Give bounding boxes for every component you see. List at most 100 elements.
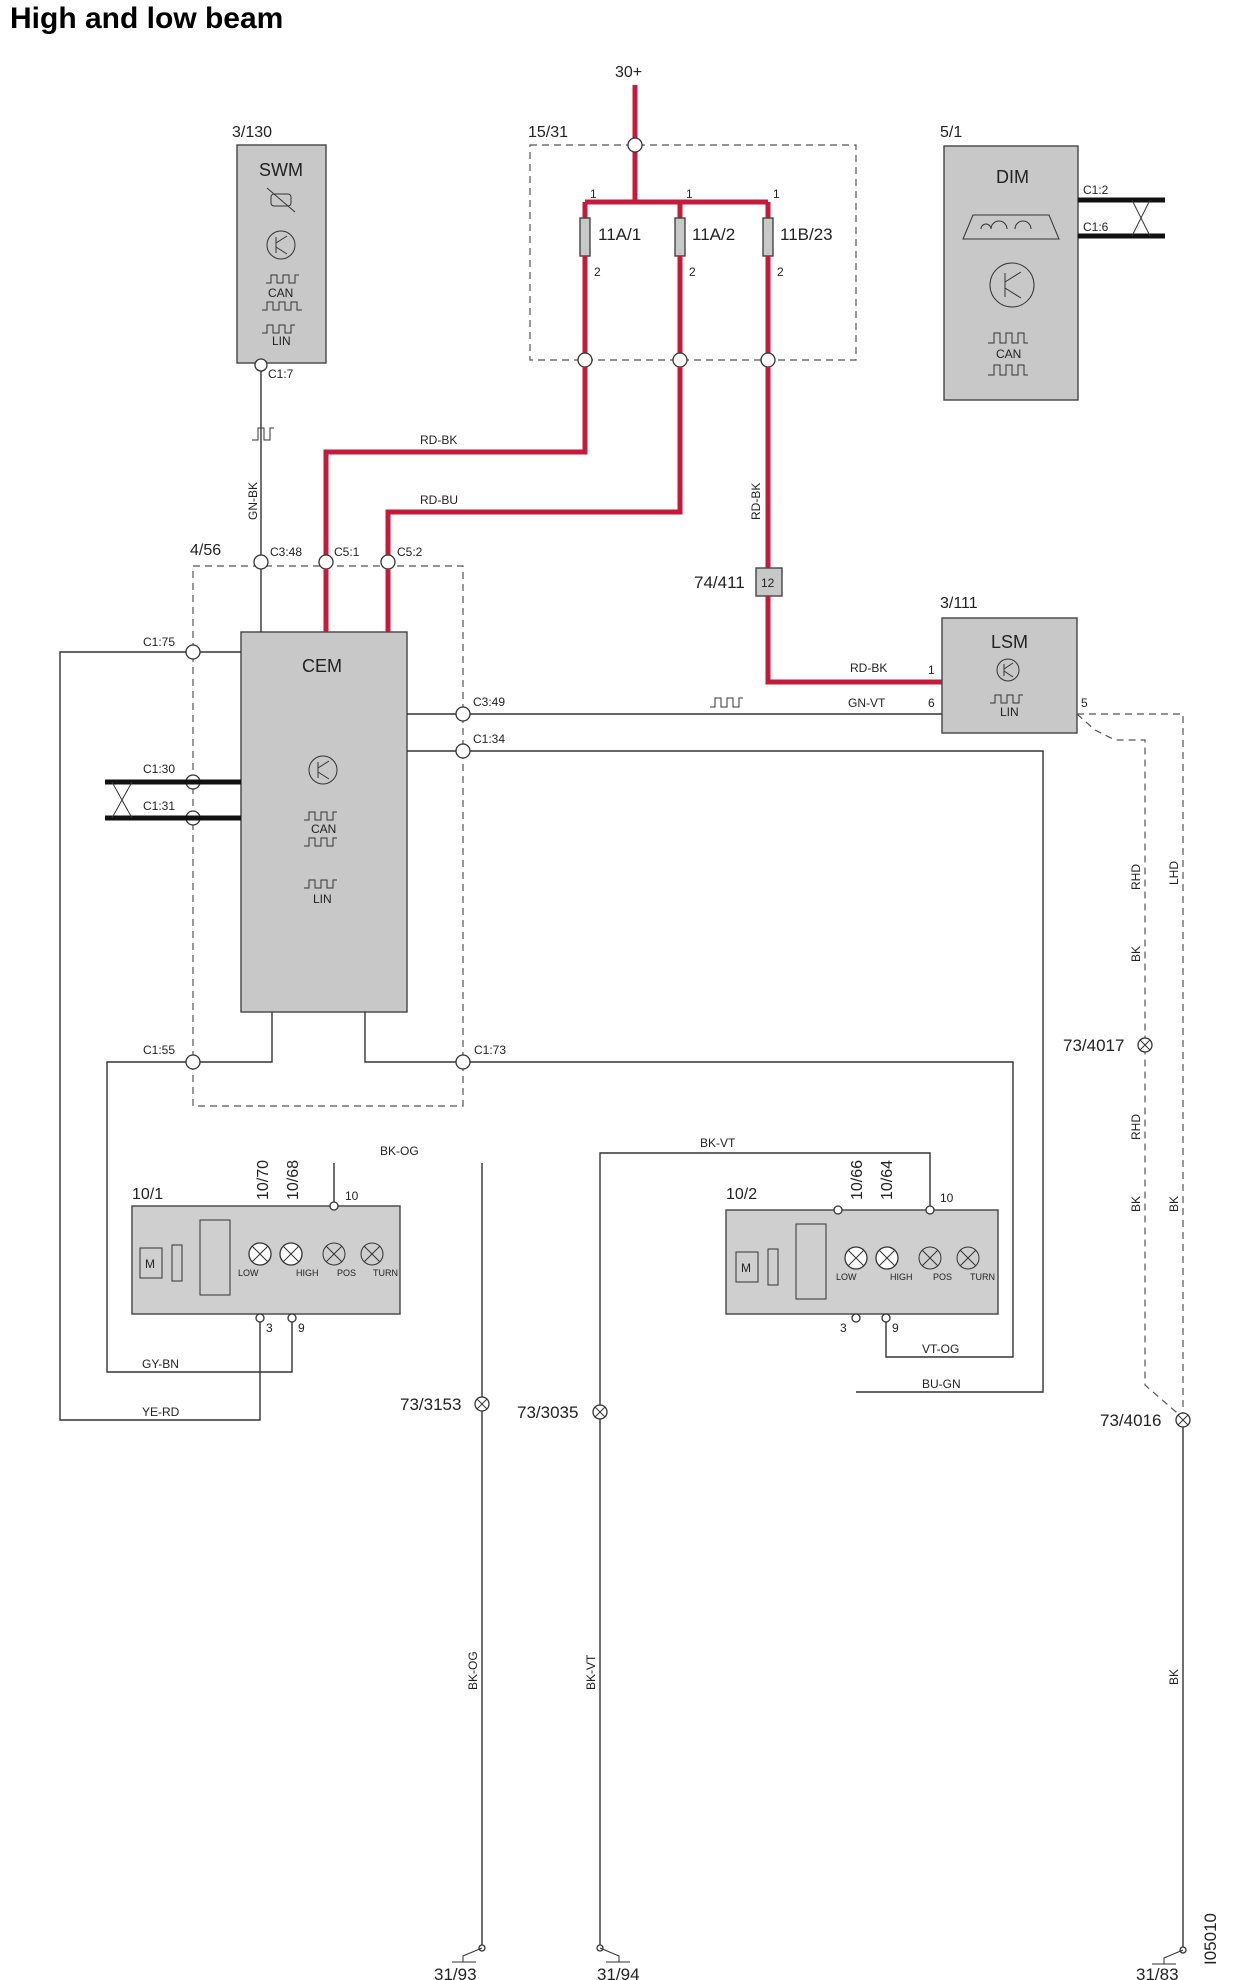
wire-rd-bu-label: RD-BU xyxy=(420,493,458,507)
can-signal-icon xyxy=(266,274,299,284)
svg-text:LIN: LIN xyxy=(272,334,291,348)
swm-name: SWM xyxy=(259,160,303,180)
bulb-high-icon: HIGH xyxy=(279,1242,319,1278)
svg-text:C1:55: C1:55 xyxy=(143,1043,175,1057)
svg-text:2: 2 xyxy=(777,265,784,279)
svg-text:C1:75: C1:75 xyxy=(143,635,175,649)
svg-text:1: 1 xyxy=(590,187,597,201)
svg-text:73/4016: 73/4016 xyxy=(1100,1411,1161,1430)
svg-text:BK: BK xyxy=(1129,1196,1143,1212)
svg-text:1: 1 xyxy=(686,187,693,201)
svg-text:C1:34: C1:34 xyxy=(473,732,505,746)
svg-text:RHD: RHD xyxy=(1129,1114,1143,1140)
svg-text:LIN: LIN xyxy=(313,892,332,906)
ground-31-83: 31/83 xyxy=(1136,1946,1187,1980)
wire-rd-bk-label-2: RD-BK xyxy=(749,483,763,520)
connector-74-411: 74/411 12 xyxy=(694,567,783,597)
ground-31-93: 31/93 xyxy=(434,1944,486,1980)
svg-text:1: 1 xyxy=(773,187,780,201)
svg-text:10/2: 10/2 xyxy=(726,1186,757,1203)
svg-text:BK: BK xyxy=(1167,1669,1181,1685)
svg-text:10/66: 10/66 xyxy=(849,1160,866,1200)
fuse-label: 11A/2 xyxy=(692,225,735,244)
svg-text:TURN: TURN xyxy=(373,1268,398,1278)
lin-signal-icon xyxy=(262,324,295,334)
bulb-low-icon: LOW xyxy=(238,1242,272,1278)
svg-text:LIN: LIN xyxy=(1000,705,1019,719)
instrument-cluster-icon xyxy=(962,214,1060,240)
wire-gy-bn-label: GY-BN xyxy=(142,1357,179,1371)
svg-text:POS: POS xyxy=(933,1272,952,1282)
transistor-icon xyxy=(308,755,338,785)
dim-pin: C1:2 xyxy=(1083,183,1109,197)
steering-wheel-icon xyxy=(266,187,296,213)
svg-text:73/3035: 73/3035 xyxy=(517,1403,578,1422)
wire-gn-bk-label: GN-BK xyxy=(246,482,260,520)
svg-text:BK-OG: BK-OG xyxy=(380,1144,419,1158)
ground-31-94: 31/94 xyxy=(596,1944,640,1980)
wire-bk-vt-label: BK-VT xyxy=(700,1136,736,1150)
can-signal-icon xyxy=(304,811,337,821)
motor-icon: M xyxy=(139,1219,231,1296)
fuse-11a1: 1 2 11A/1 xyxy=(579,187,641,279)
fuse-11b23: 1 2 11B/23 xyxy=(762,187,833,279)
svg-text:M: M xyxy=(145,1257,155,1271)
svg-text:9: 9 xyxy=(892,1321,899,1335)
cem-ref: 4/56 xyxy=(190,542,221,559)
lsm-ref: 3/111 xyxy=(940,595,978,612)
svg-text:BK-VT: BK-VT xyxy=(584,1654,598,1690)
svg-text:31/94: 31/94 xyxy=(597,1965,640,1980)
can-signal-icon xyxy=(988,332,1028,344)
svg-text:C1:31: C1:31 xyxy=(143,799,175,813)
swm-ref: 3/130 xyxy=(232,124,272,141)
svg-text:2: 2 xyxy=(594,265,601,279)
transistor-icon xyxy=(989,262,1035,308)
wire-vt-og-label: VT-OG xyxy=(922,1342,959,1356)
fuse-label: 11B/23 xyxy=(780,225,833,244)
supply-label: 30+ xyxy=(615,64,642,81)
bulb-pos-icon: POS xyxy=(322,1242,356,1278)
svg-text:73/4017: 73/4017 xyxy=(1063,1036,1124,1055)
wire-rd-bk-label-3: RD-BK xyxy=(850,661,887,675)
bulb-pos-icon: POS xyxy=(918,1246,952,1282)
motor-icon: M xyxy=(735,1223,827,1300)
svg-text:C3:48: C3:48 xyxy=(270,545,302,559)
bulb-turn-icon: TURN xyxy=(360,1242,398,1278)
svg-text:C1:30: C1:30 xyxy=(143,762,175,776)
svg-text:1: 1 xyxy=(928,663,935,677)
svg-text:C5:2: C5:2 xyxy=(397,545,423,559)
svg-text:LOW: LOW xyxy=(836,1272,857,1282)
rhd-label: RHD xyxy=(1129,864,1143,890)
svg-text:C5:1: C5:1 xyxy=(334,545,360,559)
lsm-module: 3/111 LSM LIN 1 6 5 xyxy=(928,595,1088,734)
svg-text:C1:73: C1:73 xyxy=(474,1043,506,1057)
svg-text:9: 9 xyxy=(298,1321,305,1335)
svg-text:CAN: CAN xyxy=(996,347,1021,361)
svg-text:M: M xyxy=(741,1261,751,1275)
fuse-label: 11A/1 xyxy=(598,225,641,244)
svg-text:10/64: 10/64 xyxy=(879,1160,896,1200)
svg-text:2: 2 xyxy=(689,265,696,279)
fuse-box: 15/31 1 2 11A/1 1 2 11A/2 1 2 11B/23 xyxy=(528,124,857,368)
fusebox-input-terminal xyxy=(627,137,643,153)
svg-text:74/411: 74/411 xyxy=(694,573,745,592)
wire-ye-rd-label: YE-RD xyxy=(142,1405,180,1419)
headlamp-left: 10/1 10/70 10/68 10 BK-OG M LOW HIGH POS xyxy=(131,1144,419,1335)
wire-rd-bk-label: RD-BK xyxy=(420,433,457,447)
headlamp-right: 10/2 10/66 10/64 10 M LOW HIGH POS xyxy=(725,1160,999,1335)
svg-text:BK: BK xyxy=(1129,946,1143,962)
svg-text:CAN: CAN xyxy=(268,286,293,300)
svg-text:HIGH: HIGH xyxy=(296,1268,319,1278)
svg-text:6: 6 xyxy=(928,696,935,710)
svg-text:10/1: 10/1 xyxy=(132,1186,163,1203)
dim-pin: C1:6 xyxy=(1083,220,1109,234)
transistor-icon xyxy=(996,658,1020,682)
svg-text:3: 3 xyxy=(266,1321,273,1335)
lin-signal-icon xyxy=(252,427,274,441)
swm-module: 3/130 SWM CAN LIN C1:7 xyxy=(232,124,327,381)
lhd-label: LHD xyxy=(1167,861,1181,885)
can-signal-icon xyxy=(262,301,302,311)
svg-text:10/70: 10/70 xyxy=(255,1160,272,1200)
lin-signal-icon xyxy=(990,694,1023,704)
